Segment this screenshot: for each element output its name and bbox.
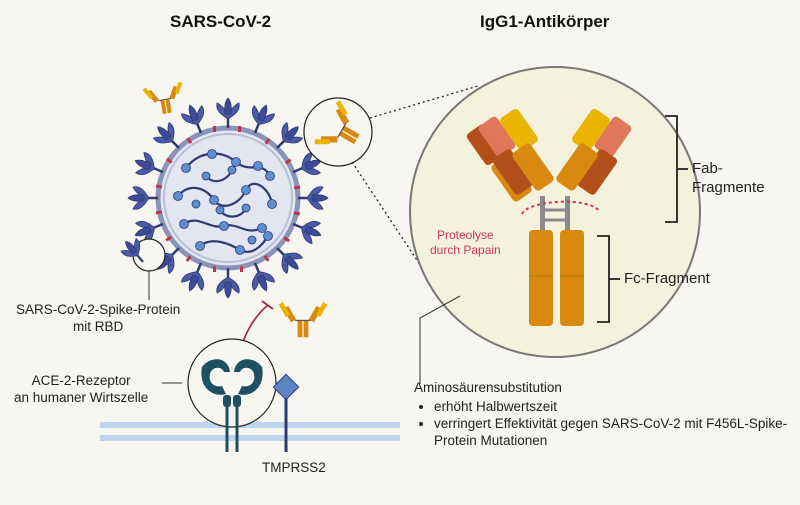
ace2-label-line2: an humaner Wirtszelle <box>14 389 149 405</box>
tmprss2-label: TMPRSS2 <box>262 460 326 475</box>
zoom-connectors <box>351 85 479 296</box>
fc-label: Fc-Fragment <box>624 270 710 287</box>
substitution-list: erhöht Halbwertszeit verringert Effektiv… <box>414 399 794 450</box>
bound-antibody-top <box>141 80 188 118</box>
substitution-heading: Aminosäurensubstitution <box>414 380 562 395</box>
substitution-bullet: verringert Effektivität gegen SARS-CoV-2… <box>434 416 794 450</box>
ace2-label-line1: ACE-2-Rezeptor <box>31 373 131 388</box>
zoom-circle-antibody <box>303 97 373 167</box>
igg1-antibody <box>466 108 632 326</box>
rna-nodes <box>173 149 277 255</box>
fab-label-line2: Fragmente <box>692 178 765 196</box>
fab-bracket <box>665 115 688 223</box>
substitution-block: Aminosäurensubstitution erhöht Halbwerts… <box>414 380 794 450</box>
fab-label-line1: Fab- <box>692 160 723 177</box>
host-cell-membrane <box>100 422 400 441</box>
zoom-circle-spike <box>116 233 166 300</box>
proteolysis-label: Proteolyse durch Papain <box>430 228 501 258</box>
virus <box>126 96 330 300</box>
spike-protein-label: SARS-CoV-2-Spike-Protein mit RBD <box>16 302 180 336</box>
substitution-bullet: erhöht Halbwertszeit <box>434 399 794 416</box>
virus-title: SARS-CoV-2 <box>170 12 272 31</box>
membrane-proteins <box>155 126 301 272</box>
fab-label: Fab- Fragmente <box>692 160 765 198</box>
ace2-receptor <box>187 338 277 452</box>
antibody-title: IgG1-Antikörper <box>480 12 610 31</box>
antibody-zoom-circle <box>409 66 701 358</box>
tmprss2-protein <box>272 373 300 452</box>
proteolysis-line2: durch Papain <box>430 243 501 257</box>
free-antibody <box>278 301 328 338</box>
ace2-label: ACE-2-Rezeptor an humaner Wirtszelle <box>14 373 148 407</box>
proteolysis-line1: Proteolyse <box>437 228 494 242</box>
spike-label-line1: SARS-CoV-2-Spike-Protein <box>16 302 181 317</box>
substitution-leader <box>419 295 461 384</box>
spike-label-line2: mit RBD <box>73 318 124 334</box>
fc-bracket <box>597 235 620 323</box>
